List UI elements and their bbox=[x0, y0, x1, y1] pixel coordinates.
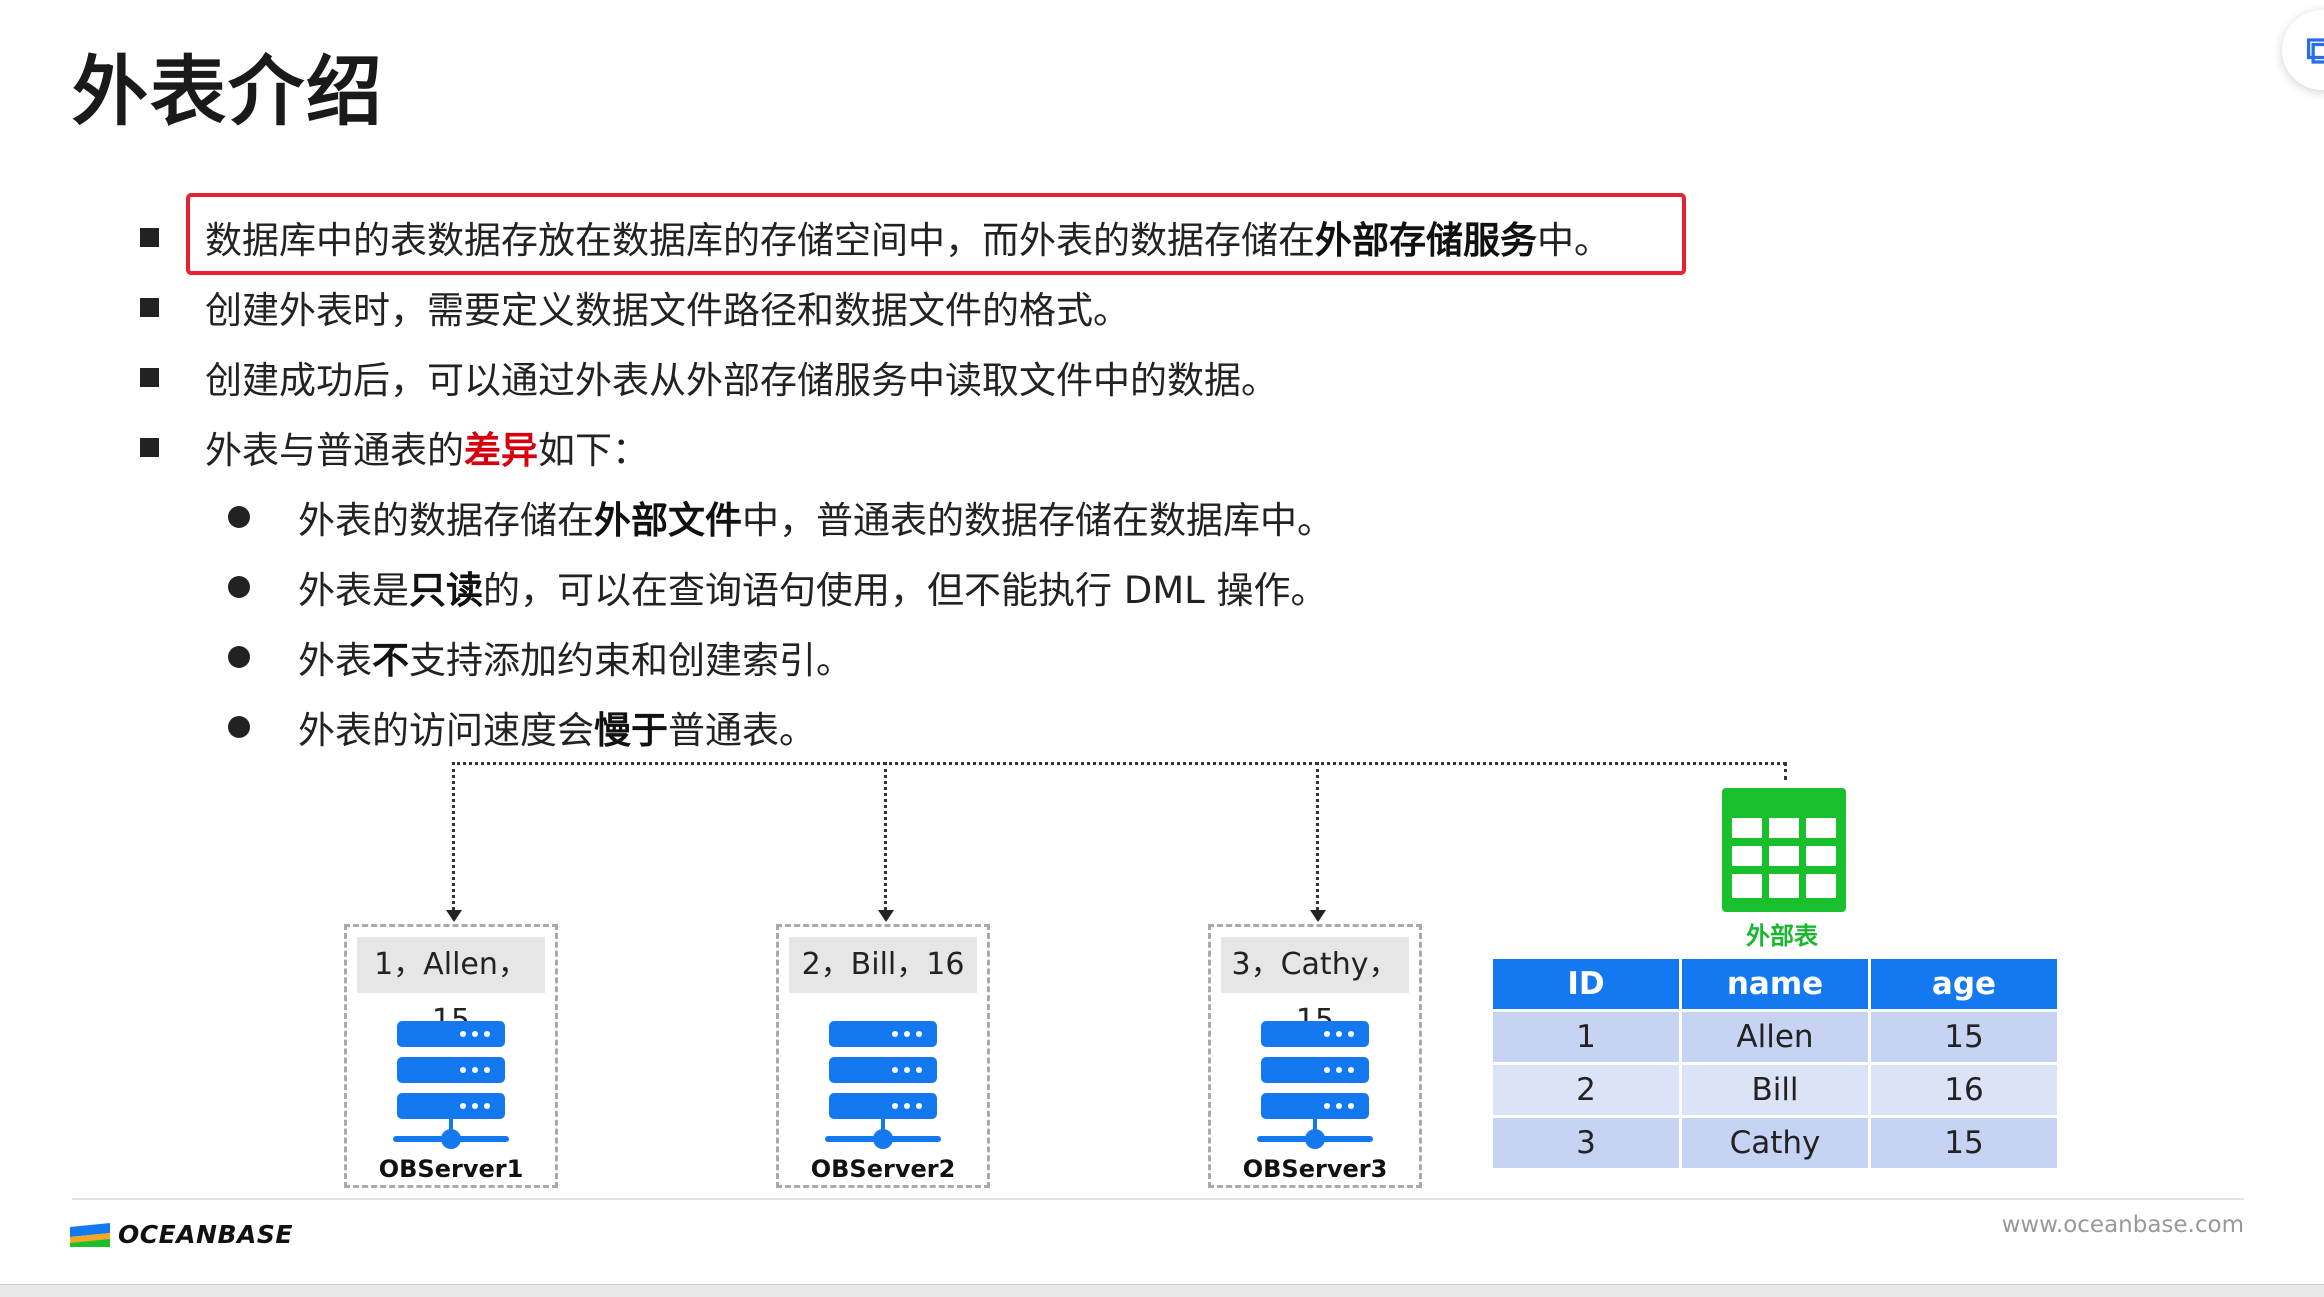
highlight-box bbox=[186, 193, 1686, 275]
square-bullet-icon bbox=[140, 297, 159, 317]
arrow-down-icon bbox=[446, 910, 462, 922]
bullet-text: 创建成功后，可以通过外表从外部存储服务中读取文件中的数据。 bbox=[205, 359, 1278, 402]
square-bullet-icon bbox=[140, 227, 159, 247]
table-cell: 15 bbox=[1871, 1012, 2057, 1062]
bottom-scrollbar[interactable] bbox=[0, 1284, 2324, 1297]
table-cell: Allen bbox=[1682, 1012, 1868, 1062]
table-cell: Bill bbox=[1682, 1065, 1868, 1115]
observer-node: 2，Bill，16 OBServer2 bbox=[776, 924, 990, 1188]
logo-text: OCEANBASE bbox=[118, 1220, 293, 1249]
connector-line bbox=[884, 762, 887, 910]
column-header: age bbox=[1871, 959, 2057, 1009]
bullet-text: 外表与普通表的差异如下： bbox=[205, 429, 649, 472]
table-cell: 15 bbox=[1871, 1118, 2057, 1168]
oceanbase-logo-icon bbox=[70, 1222, 110, 1247]
connector-line bbox=[1784, 762, 1787, 780]
bullet-3: 创建成功后，可以通过外表从外部存储服务中读取文件中的数据。 bbox=[140, 350, 1278, 404]
oceanbase-logo: OCEANBASE bbox=[70, 1220, 293, 1249]
square-bullet-icon bbox=[140, 367, 159, 387]
server-name: OBServer3 bbox=[1242, 1155, 1388, 1183]
sub-bullet-text: 外表不支持添加约束和创建索引。 bbox=[298, 639, 853, 682]
table-cell: 16 bbox=[1871, 1065, 2057, 1115]
server-name: OBServer1 bbox=[378, 1155, 524, 1183]
puzzle-icon: ⧉ bbox=[2306, 28, 2324, 72]
sub-bullet-text: 外表是只读的，可以在查询语句使用，但不能执行 DML 操作。 bbox=[298, 569, 1328, 612]
arrow-down-icon bbox=[1310, 910, 1326, 922]
square-bullet-icon bbox=[140, 437, 159, 457]
observer-node: 1，Allen，15 OBServer1 bbox=[344, 924, 558, 1188]
bullet-text: 创建外表时，需要定义数据文件路径和数据文件的格式。 bbox=[205, 289, 1130, 332]
dot-bullet-icon bbox=[228, 576, 250, 598]
sub-bullet-1: 外表的数据存储在外部文件中，普通表的数据存储在数据库中。 bbox=[228, 490, 1334, 544]
server-icon bbox=[1257, 1021, 1373, 1149]
external-table: ID name age 1 Allen 15 2 Bill 16 3 Cathy… bbox=[1490, 956, 2060, 1171]
server-icon bbox=[393, 1021, 509, 1149]
website-url: www.oceanbase.com bbox=[2001, 1212, 2244, 1238]
sub-bullet-text: 外表的访问速度会慢于普通表。 bbox=[298, 709, 816, 752]
dot-bullet-icon bbox=[228, 716, 250, 738]
server-name: OBServer2 bbox=[810, 1155, 956, 1183]
side-toolbar-button[interactable]: ⧉ bbox=[2282, 10, 2324, 90]
sub-bullet-text: 外表的数据存储在外部文件中，普通表的数据存储在数据库中。 bbox=[298, 499, 1334, 542]
server-icon bbox=[825, 1021, 941, 1149]
dot-bullet-icon bbox=[228, 506, 250, 528]
row-data-label: 1，Allen，15 bbox=[357, 937, 545, 1038]
bullet-1: 数据库中的表数据存放在数据库的存储空间中，而外表的数据存储在外部存储服务中。 bbox=[140, 210, 1611, 264]
sub-bullet-2: 外表是只读的，可以在查询语句使用，但不能执行 DML 操作。 bbox=[228, 560, 1328, 614]
arrow-down-icon bbox=[878, 910, 894, 922]
footer-divider bbox=[72, 1198, 2244, 1200]
row-data-label: 2，Bill，16 bbox=[789, 937, 977, 993]
bullet-2: 创建外表时，需要定义数据文件路径和数据文件的格式。 bbox=[140, 280, 1130, 334]
dot-bullet-icon bbox=[228, 646, 250, 668]
sub-bullet-3: 外表不支持添加约束和创建索引。 bbox=[228, 630, 853, 684]
page-title: 外表介绍 bbox=[72, 47, 384, 136]
connector-line bbox=[1316, 762, 1319, 910]
table-grid-icon bbox=[1722, 788, 1846, 912]
table-cell: 3 bbox=[1493, 1118, 1679, 1168]
table-row: 3 Cathy 15 bbox=[1493, 1118, 2057, 1168]
table-cell: 1 bbox=[1493, 1012, 1679, 1062]
column-header: ID bbox=[1493, 959, 1679, 1009]
row-data-label: 3，Cathy，15 bbox=[1221, 937, 1409, 1038]
table-row: 2 Bill 16 bbox=[1493, 1065, 2057, 1115]
bullet-4: 外表与普通表的差异如下： bbox=[140, 420, 649, 474]
sub-bullet-4: 外表的访问速度会慢于普通表。 bbox=[228, 700, 816, 754]
connector-line bbox=[452, 762, 455, 910]
table-cell: Cathy bbox=[1682, 1118, 1868, 1168]
column-header: name bbox=[1682, 959, 1868, 1009]
table-cell: 2 bbox=[1493, 1065, 1679, 1115]
external-table-label: 外部表 bbox=[1746, 922, 1818, 950]
bullet-text: 数据库中的表数据存放在数据库的存储空间中，而外表的数据存储在外部存储服务中。 bbox=[205, 219, 1611, 262]
table-row: 1 Allen 15 bbox=[1493, 1012, 2057, 1062]
observer-node: 3，Cathy，15 OBServer3 bbox=[1208, 924, 1422, 1188]
connector-line bbox=[452, 762, 1786, 765]
